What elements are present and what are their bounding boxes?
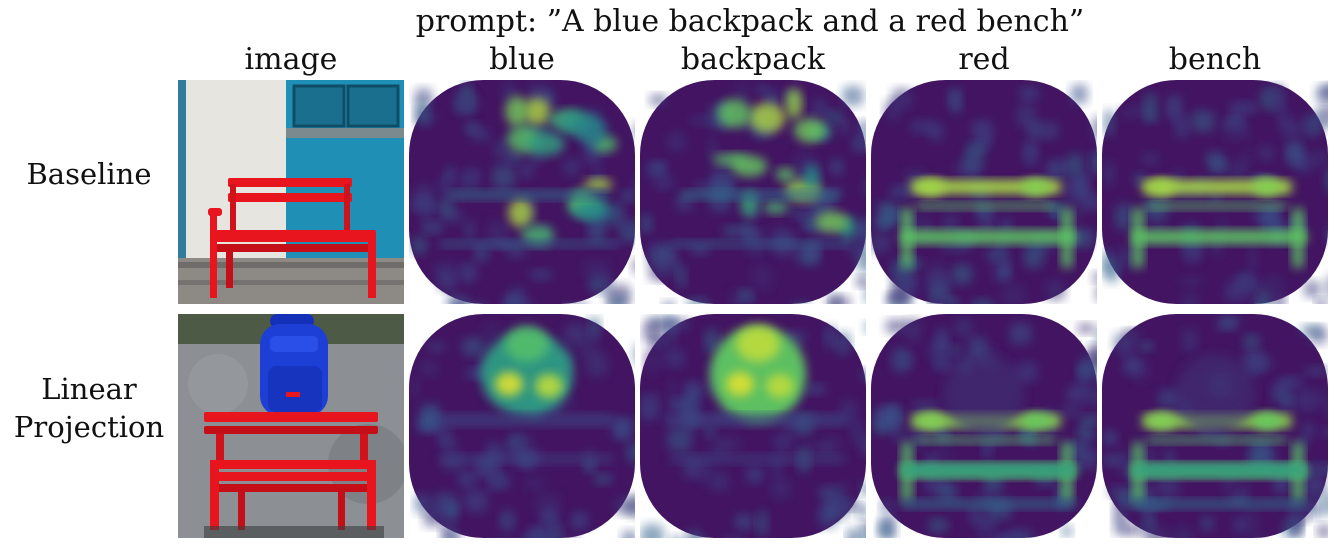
row-label-line: Baseline [26,157,152,191]
linear-projection-photo-backpack-on-bench [178,314,404,538]
attention-heatmap [871,80,1097,304]
column-header-image: image [244,42,338,77]
linear-projection-generated-image [178,314,404,538]
attention-heatmap [409,80,635,304]
column-header-bench: bench [1168,42,1262,77]
baseline-generated-image [178,80,404,304]
attention-heatmap [1102,80,1328,304]
row-label-line: Projection [13,410,165,444]
baseline-attention-red [871,80,1097,304]
attention-heatmap [640,314,866,538]
baseline-attention-blue [409,80,635,304]
column-header-red: red [958,42,1010,77]
row-label-line: Linear [41,372,137,406]
row-label-baseline: Baseline [0,155,178,193]
attention-heatmap [409,314,635,538]
attention-heatmap [640,80,866,304]
attention-heatmap [1102,314,1328,538]
attention-heatmap [871,314,1097,538]
linear-projection-attention-bench [1102,314,1328,538]
column-header-blue: blue [489,42,555,77]
linear-projection-attention-blue [409,314,635,538]
column-header-backpack: backpack [680,42,826,77]
row-label-linear-projection: Linear Projection [0,370,178,446]
linear-projection-attention-backpack [640,314,866,538]
baseline-attention-bench [1102,80,1328,304]
baseline-attention-backpack [640,80,866,304]
prompt-title: prompt: ”A blue backpack and a red bench… [415,4,1085,39]
baseline-photo-red-bench [178,80,404,304]
linear-projection-attention-red [871,314,1097,538]
